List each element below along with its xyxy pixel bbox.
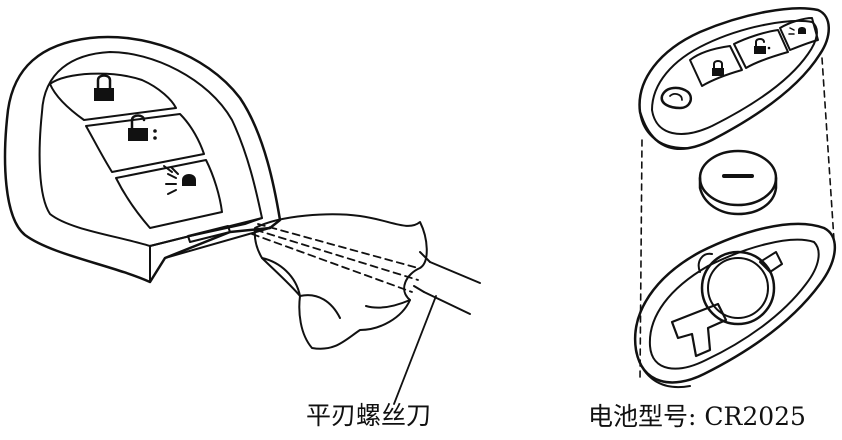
alignment-guide-left bbox=[639, 139, 643, 381]
screwdriver-label: 平刃螺丝刀 bbox=[306, 401, 432, 430]
cover-button-2 bbox=[733, 29, 789, 69]
cover-unlock-icon bbox=[754, 38, 771, 54]
cover-panic-icon bbox=[788, 27, 806, 35]
unlock-button bbox=[85, 113, 205, 173]
key-fob-left bbox=[3, 35, 481, 405]
key-fob-rim bbox=[38, 51, 263, 247]
cover-button-3 bbox=[779, 17, 819, 51]
screwdriver-leader-line bbox=[393, 295, 437, 405]
coin-battery bbox=[698, 149, 778, 216]
battery-model-label: 电池型号: CR2025 bbox=[588, 402, 806, 431]
key-slot bbox=[187, 225, 231, 243]
key-fob-seam bbox=[149, 217, 271, 283]
button-pad bbox=[49, 72, 223, 229]
top-cover-rim bbox=[651, 19, 818, 135]
key-fob-shell bbox=[3, 35, 282, 284]
battery-holder bbox=[697, 250, 783, 326]
panic-button bbox=[115, 159, 223, 229]
screwdriver bbox=[251, 223, 481, 315]
panic-alarm-icon bbox=[163, 165, 196, 195]
top-cover-edge bbox=[639, 111, 691, 150]
cover-lock-icon bbox=[712, 60, 724, 76]
screwdriver-shaft bbox=[423, 261, 481, 315]
protective-cloth bbox=[253, 213, 428, 350]
key-fob-exploded bbox=[633, 7, 837, 389]
bottom-housing bbox=[633, 222, 837, 384]
alignment-guide-right bbox=[821, 57, 835, 241]
lock-button bbox=[49, 72, 177, 121]
screwdriver-hidden-blade bbox=[251, 223, 419, 293]
logo-icon bbox=[660, 86, 692, 110]
unlock-icon bbox=[128, 114, 157, 141]
circuit-board-t bbox=[670, 302, 728, 358]
lock-icon bbox=[94, 74, 114, 101]
screwdriver-tip bbox=[413, 251, 431, 293]
cover-button-1 bbox=[689, 45, 743, 87]
bottom-housing-edge bbox=[635, 349, 691, 389]
protective-cloth-fold bbox=[261, 257, 411, 319]
bottom-housing-inner bbox=[648, 238, 820, 370]
top-cover bbox=[638, 7, 830, 150]
